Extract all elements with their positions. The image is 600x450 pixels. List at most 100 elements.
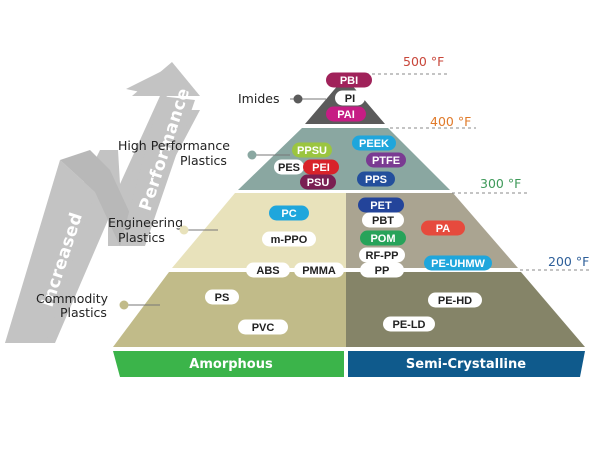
material-pill-bg [294, 262, 344, 278]
material-pill-bg [357, 171, 395, 187]
material-pill-bg [360, 230, 406, 246]
high-performance-tier [238, 128, 450, 190]
material-pill-bg [383, 316, 435, 332]
tier-labels: Imides High Performance Plastics Enginee… [36, 91, 326, 320]
material-pill-bg [269, 205, 309, 221]
material-pill-label: PTFE [372, 155, 400, 167]
material-pill-label: PP [375, 265, 390, 277]
commodity-dot [119, 300, 129, 310]
material-pill-bg [326, 106, 366, 122]
temp-300-label: 300 °F [480, 176, 521, 191]
material-pill-label: PC [281, 208, 296, 220]
material-pill-bg [352, 135, 396, 151]
high-performance-dot [247, 150, 257, 160]
material-pill-label: PAI [337, 109, 355, 121]
material-pill-bg [262, 231, 316, 247]
arrow-body-upper [120, 96, 195, 246]
material-pill-label: PE-UHMW [431, 258, 485, 270]
material-pill-bg [358, 197, 404, 213]
material-pill-peek: PEEK [352, 135, 396, 151]
material-pill-label: PPSU [297, 145, 327, 157]
material-pill-label: ABS [256, 265, 279, 277]
engineering-label-line2: Plastics [118, 230, 165, 245]
material-pill-bg [205, 289, 239, 305]
material-pill-bg [274, 159, 304, 175]
material-pill-pp: PP [360, 262, 404, 278]
material-pill-label: PET [370, 200, 392, 212]
material-pill-pi: PI [335, 90, 365, 106]
temperature-markers: 500 °F 400 °F 300 °F 200 °F [366, 54, 592, 271]
material-pill-label: PES [278, 162, 300, 174]
material-pill-bg [421, 220, 465, 236]
material-pill-pps: PPS [357, 171, 395, 187]
material-pill-bg [300, 174, 336, 190]
engineering-dot [179, 225, 189, 235]
temp-400-label: 400 °F [430, 114, 471, 129]
material-pill-label: m-PPO [271, 234, 308, 246]
material-pill-pet: PET [358, 197, 404, 213]
material-pill-label: PEEK [359, 138, 389, 150]
material-pill-ppsu: PPSU [292, 142, 332, 158]
material-pill-rf-pp: RF-PP [359, 247, 405, 263]
material-pill-pes: PES [274, 159, 304, 175]
material-pill-label: PS [215, 292, 230, 304]
material-pill-bg [362, 212, 404, 228]
imides-dot [293, 94, 303, 104]
material-pill-label: PVC [252, 322, 275, 334]
material-pill-pei: PEI [303, 159, 339, 175]
material-pill-bg [359, 247, 405, 263]
material-pill-bg [428, 292, 482, 308]
material-pill-ptfe: PTFE [366, 152, 406, 168]
material-pill-pom: POM [360, 230, 406, 246]
material-pill-abs: ABS [246, 262, 290, 278]
amorphous-base [113, 351, 344, 377]
material-pill-pc: PC [269, 205, 309, 221]
arrow-head [132, 62, 200, 96]
material-pill-label: PBT [372, 215, 394, 227]
temp-200-label: 200 °F [548, 254, 589, 269]
material-pill-pvc: PVC [238, 319, 288, 335]
material-pill-pe-ld: PE-LD [383, 316, 435, 332]
material-pill-pa: PA [421, 220, 465, 236]
material-pill-label: PI [345, 93, 355, 105]
material-pill-m-ppo: m-PPO [262, 231, 316, 247]
material-pills: PBI PI PAI PPSU PES PEI PSU PEEK PTFE PPS PC m-PPO P… [205, 72, 492, 335]
material-pill-ps: PS [205, 289, 239, 305]
material-pill-bg [238, 319, 288, 335]
material-pill-pai: PAI [326, 106, 366, 122]
material-pill-label: PE-HD [438, 295, 472, 307]
base-bar: Amorphous Semi-Crystalline [113, 351, 585, 377]
material-pill-pbt: PBT [362, 212, 404, 228]
material-pill-label: RF-PP [366, 250, 399, 262]
semi-crystalline-base [348, 351, 585, 377]
material-pill-bg [360, 262, 404, 278]
material-pill-bg [303, 159, 339, 175]
material-pill-label: PEI [312, 162, 330, 174]
material-pill-bg [326, 72, 372, 88]
temp-500-label: 500 °F [403, 54, 444, 69]
material-pill-label: PSU [307, 177, 330, 189]
increased-performance-arrow: Increased Performance [5, 62, 200, 343]
material-pill-bg [424, 255, 492, 271]
commodity-tier-amorphous [113, 272, 346, 347]
material-pill-bg [292, 142, 332, 158]
material-pill-label: PE-LD [393, 319, 426, 331]
material-pill-label: PMMA [302, 265, 336, 277]
imides-label: Imides [238, 91, 279, 106]
tier-divider [172, 268, 518, 272]
material-pill-bg [366, 152, 406, 168]
engineering-label-line1: Engineering [108, 215, 183, 230]
commodity-label-line1: Commodity [36, 291, 109, 306]
material-pill-label: PPS [365, 174, 387, 186]
material-pill-label: PA [436, 223, 451, 235]
material-pill-pe-hd: PE-HD [428, 292, 482, 308]
commodity-label-line2: Plastics [60, 305, 107, 320]
arrow-body-lower [5, 160, 95, 343]
material-pill-bg [246, 262, 290, 278]
arrow-body-diagonal [60, 150, 145, 246]
material-pill-label: PBI [340, 75, 358, 87]
commodity-tier-semicrystalline [346, 272, 585, 347]
material-pill-pbi: PBI [326, 72, 372, 88]
material-pill-label: POM [370, 233, 395, 245]
